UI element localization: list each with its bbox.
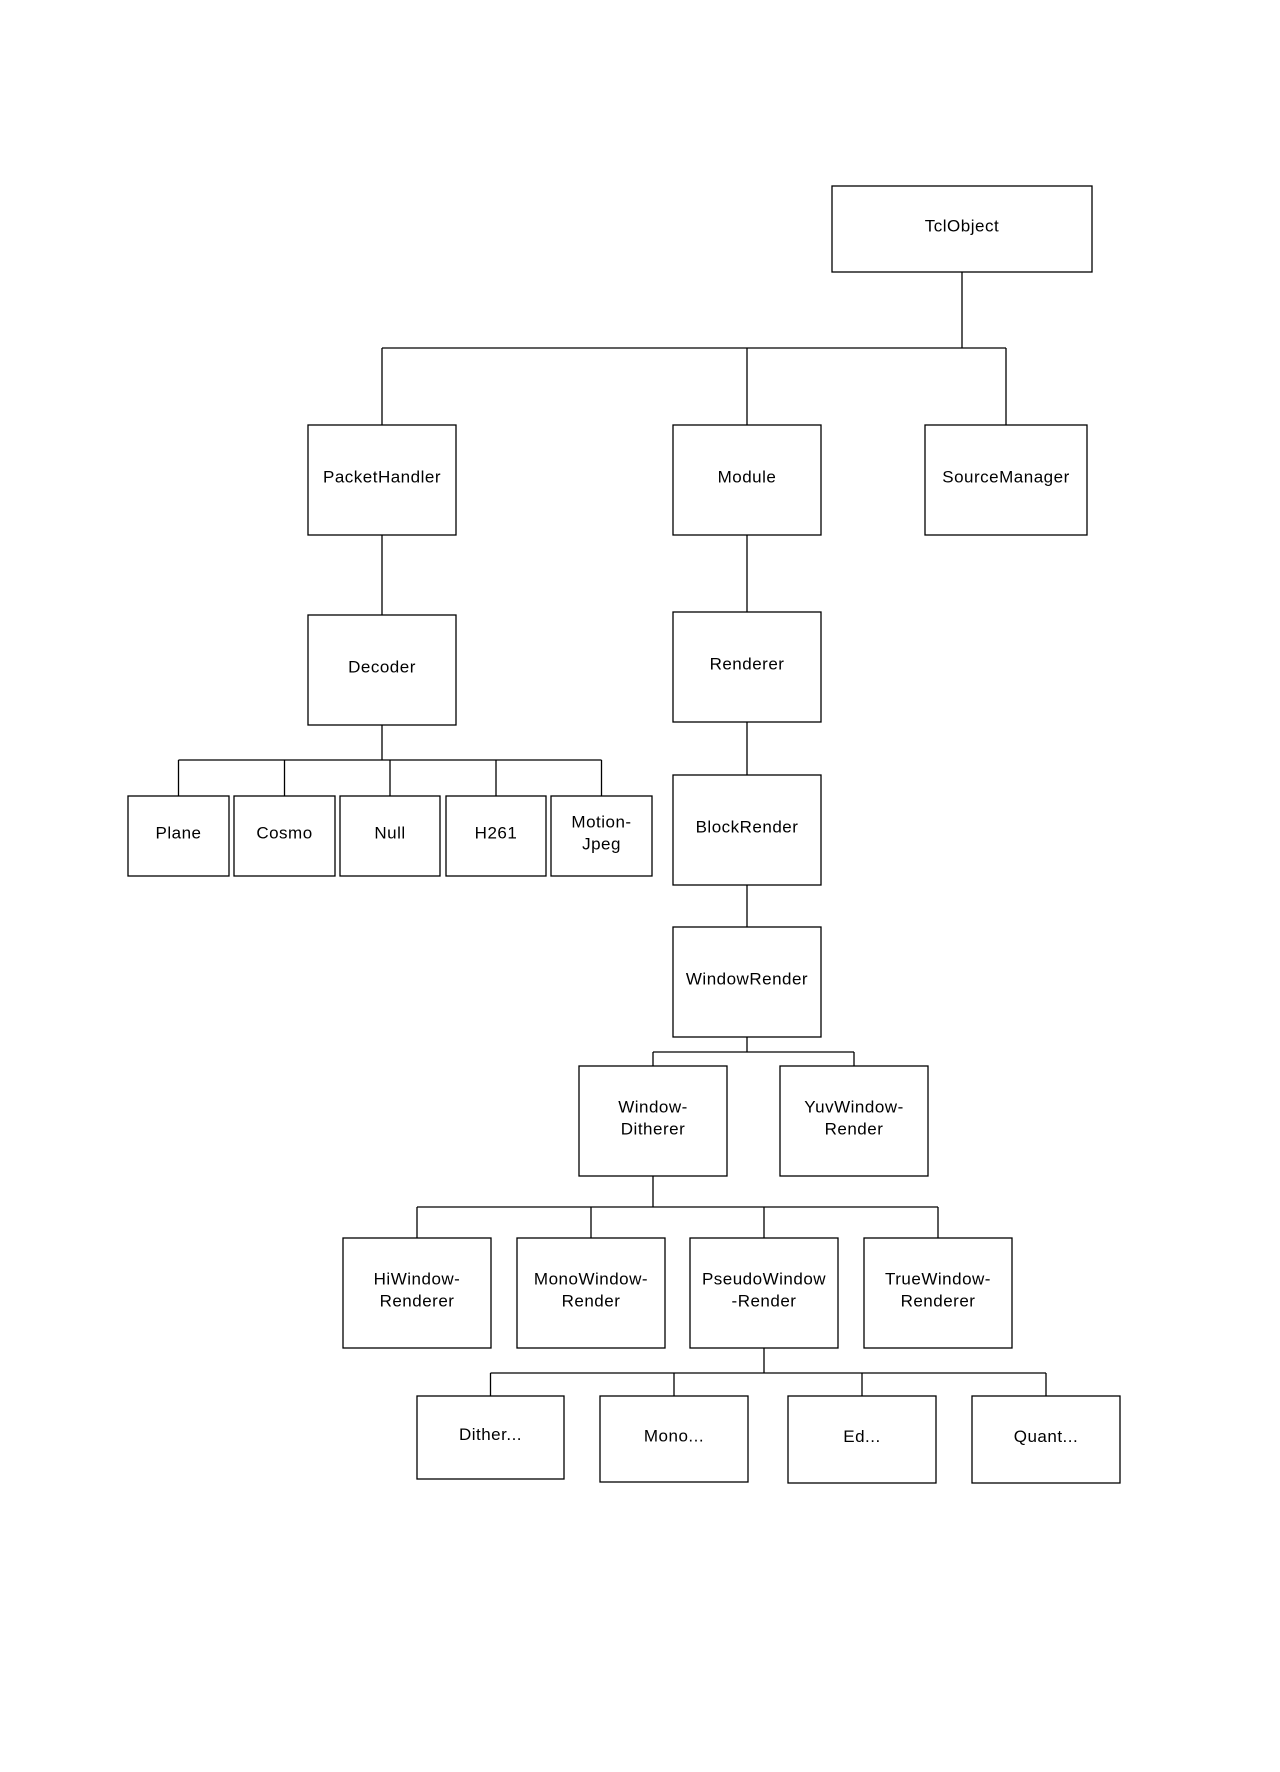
node-pseudowindowrender-box (689, 1237, 839, 1349)
node-h261-label: H261 (475, 823, 518, 842)
node-windowditherer-box (578, 1065, 728, 1177)
node-truewindowrenderer-label: TrueWindow- (885, 1269, 991, 1288)
node-quant-box (971, 1395, 1121, 1484)
node-windowditherer-label: Ditherer (621, 1119, 685, 1138)
node-cosmo-box (233, 795, 336, 877)
node-plane-box (127, 795, 230, 877)
node-monowindowrender-box (516, 1237, 666, 1349)
node-monowindowrender-label: Render (562, 1291, 621, 1310)
node-hiwindowrenderer-box (342, 1237, 492, 1349)
node-hiwindowrenderer-label: HiWindow- (374, 1269, 461, 1288)
node-motionjpeg-label: Motion- (571, 812, 631, 831)
node-module-label: Module (718, 467, 777, 486)
node-h261-box (445, 795, 547, 877)
node-blockrender-box (672, 774, 822, 886)
node-mono-label: Mono... (644, 1426, 704, 1445)
node-decoder-box (307, 614, 457, 726)
node-module-box (672, 424, 822, 536)
node-dither-label: Dither... (459, 1425, 522, 1444)
node-tclobject-box (831, 185, 1093, 273)
node-plane-label: Plane (156, 823, 202, 842)
node-motionjpeg-box (550, 795, 653, 877)
node-monowindowrender-label: MonoWindow- (534, 1269, 648, 1288)
node-quant-label: Quant... (1014, 1427, 1078, 1446)
node-yuvwindowrender-label: YuvWindow- (804, 1097, 903, 1116)
node-sourcemanager-box (924, 424, 1088, 536)
node-decoder-label: Decoder (348, 657, 416, 676)
node-truewindowrenderer-label: Renderer (901, 1291, 976, 1310)
node-windowrender-box (672, 926, 822, 1038)
node-dither-box (416, 1395, 565, 1480)
node-sourcemanager-label: SourceManager (942, 467, 1069, 486)
node-cosmo-label: Cosmo (256, 823, 312, 842)
node-motionjpeg-label: Jpeg (582, 834, 621, 853)
node-null-box (339, 795, 441, 877)
node-blockrender-label: BlockRender (696, 817, 799, 836)
node-pseudowindowrender-label: PseudoWindow (702, 1269, 826, 1288)
node-ed-box (787, 1395, 937, 1484)
node-windowrender-label: WindowRender (686, 969, 808, 988)
node-pseudowindowrender-label: -Render (732, 1291, 797, 1310)
node-renderer-box (672, 611, 822, 723)
node-yuvwindowrender-box (779, 1065, 929, 1177)
node-null-label: Null (374, 823, 405, 842)
node-tclobject-label: TclObject (925, 216, 999, 235)
node-renderer-label: Renderer (710, 654, 785, 673)
node-windowditherer-label: Window- (618, 1097, 688, 1116)
node-ed-label: Ed... (843, 1427, 880, 1446)
node-packethandler-box (307, 424, 457, 536)
node-mono-box (599, 1395, 749, 1483)
node-yuvwindowrender-label: Render (825, 1119, 884, 1138)
node-truewindowrenderer-box (863, 1237, 1013, 1349)
node-hiwindowrenderer-label: Renderer (380, 1291, 455, 1310)
node-packethandler-label: PacketHandler (323, 467, 441, 486)
